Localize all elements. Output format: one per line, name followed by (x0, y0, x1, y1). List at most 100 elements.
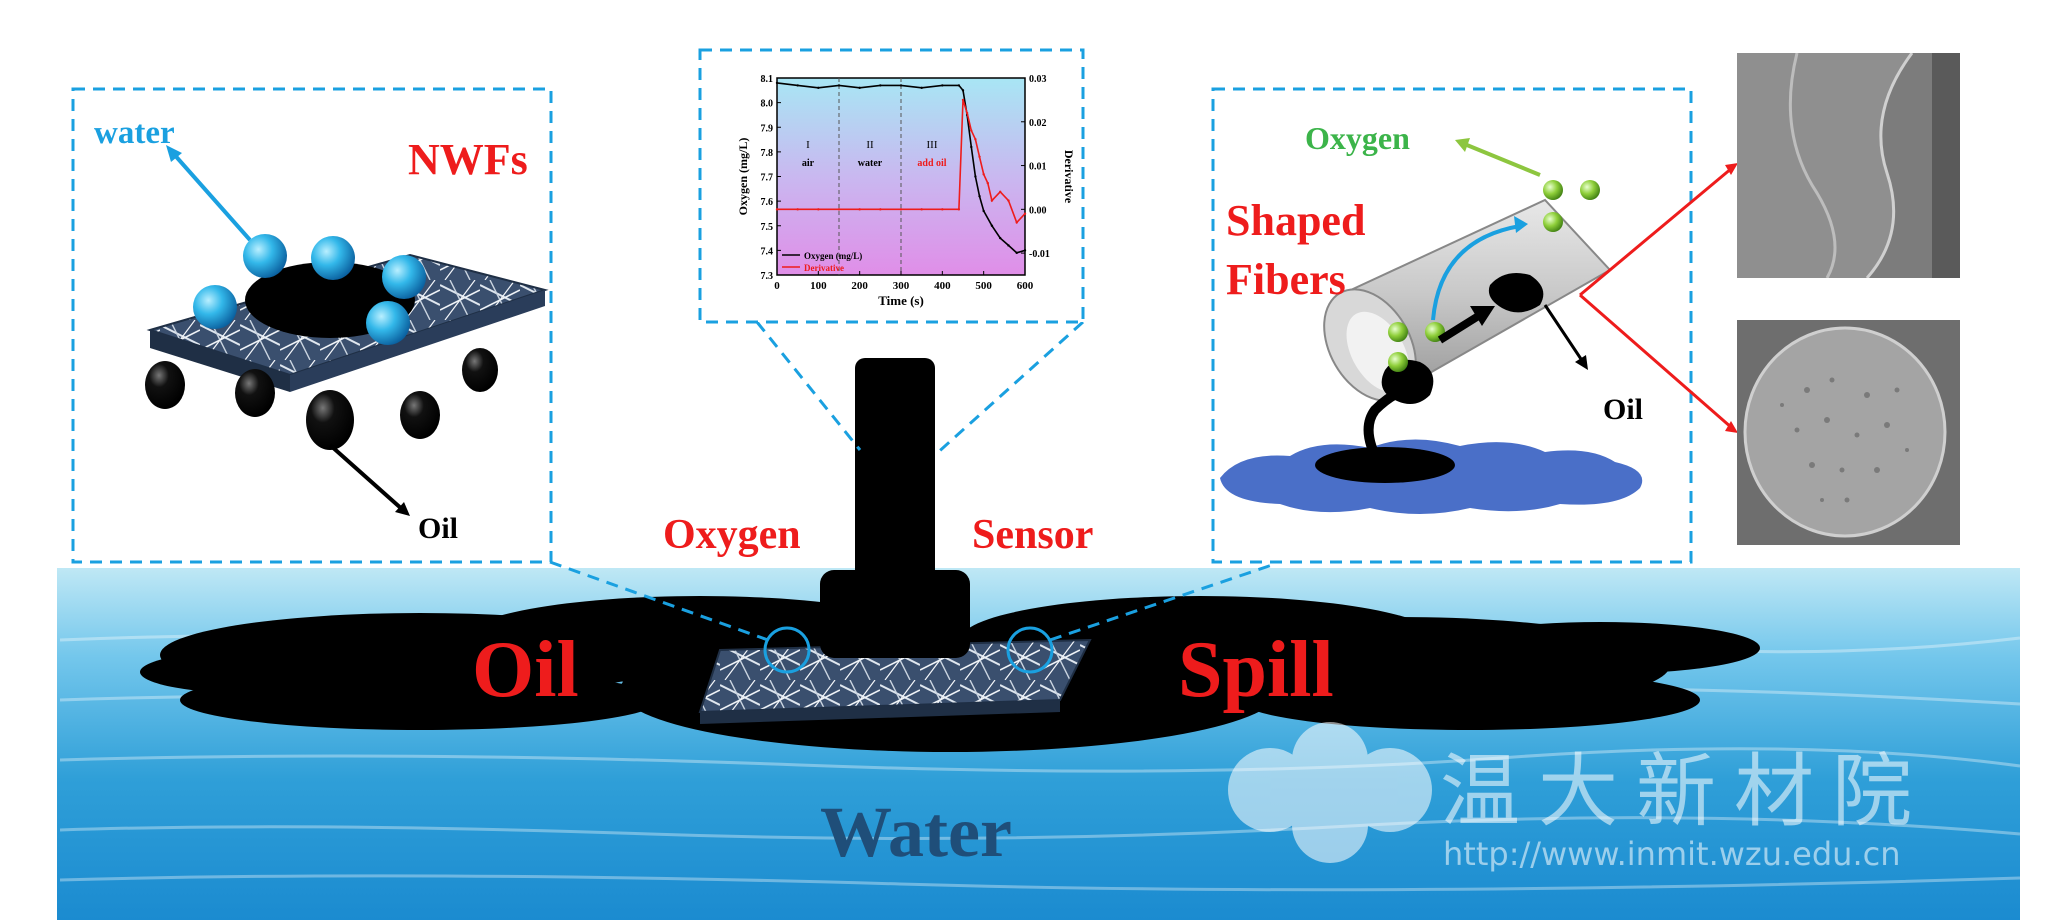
series-point (920, 86, 923, 90)
series-point (990, 224, 994, 227)
y-tick-label: 7.5 (761, 222, 774, 233)
series-point (858, 208, 861, 211)
spill-big-label: Spill (1178, 626, 1334, 714)
x-tick-label: 200 (851, 280, 868, 292)
shaped-fibers-label-line1: Shaped (1226, 196, 1366, 245)
series-point (941, 208, 944, 211)
series-point (961, 89, 965, 92)
watermark-logo (1228, 722, 1432, 863)
series-point (961, 98, 965, 102)
shaped-fiber-arrows (1431, 138, 1738, 433)
series-point (1007, 244, 1010, 247)
series-point (965, 111, 969, 115)
series-point (1015, 221, 1018, 224)
x-tick-label: 400 (934, 280, 951, 292)
x-tick-label: 300 (893, 280, 910, 292)
series-point (974, 175, 977, 178)
y-tick-label: 7.7 (761, 173, 774, 184)
y2-axis-label: Derivative (1062, 150, 1076, 204)
oil-big-label: Oil (472, 626, 579, 714)
y2-tick-label: 0.02 (1029, 118, 1047, 129)
x-tick-label: 500 (975, 280, 992, 292)
y-tick-label: 7.3 (761, 271, 774, 282)
series-point (974, 138, 977, 141)
legend-label: Oxygen (mg/L) (804, 251, 862, 261)
nwfs-label: NWFs (408, 135, 528, 184)
series-point (796, 208, 799, 211)
y2-tick-label: -0.01 (1029, 249, 1050, 260)
watermark-url: http://www.inmit.wzu.edu.cn (1443, 835, 1901, 873)
legend-label: Derivative (804, 263, 844, 273)
region-name: water (858, 158, 883, 169)
series-point (775, 208, 779, 211)
series-point (817, 208, 820, 211)
series-point (978, 155, 981, 158)
y2-tick-label: 0.03 (1029, 74, 1047, 85)
shaped-fibers-label-line2: Fibers (1226, 255, 1346, 304)
zoom-circle-right (1006, 626, 1054, 674)
series-point (899, 208, 903, 211)
series-point (796, 84, 799, 87)
y-tick-label: 7.6 (761, 197, 774, 208)
series-point (858, 86, 861, 90)
series-point (970, 129, 973, 132)
series-point (1007, 199, 1010, 202)
y2-tick-label: 0.00 (1029, 205, 1047, 216)
y-tick-label: 8.0 (761, 99, 774, 110)
watermark-chinese: 温大新材院 (1440, 745, 1930, 838)
oil-in-fiber-2 (1488, 272, 1544, 313)
oil-label-right-panel: Oil (1603, 393, 1644, 426)
x-tick-label: 0 (774, 280, 780, 292)
oxygen-label: Oxygen (663, 512, 801, 558)
region-numeral: II (866, 139, 874, 151)
series-point (999, 190, 1002, 194)
series-point (970, 145, 973, 149)
x-axis-label: Time (s) (878, 293, 924, 308)
series-point (941, 84, 944, 87)
series-point (957, 84, 961, 87)
series-point (978, 195, 981, 198)
zoom-circle-left (763, 626, 811, 674)
oxygen-label-right: Oxygen (1305, 120, 1410, 156)
series-point (879, 208, 882, 211)
zoom-connectors (549, 320, 1276, 642)
series-point (837, 84, 841, 87)
series-point (837, 208, 841, 211)
sem-image-longitudinal (1737, 53, 1960, 278)
water-label-small: water (94, 115, 175, 151)
region-numeral: III (927, 139, 938, 151)
series-point (920, 208, 923, 211)
oil-puddle-black (1315, 447, 1455, 483)
y-tick-label: 8.1 (761, 74, 774, 85)
series-point (957, 208, 961, 211)
series-point (1015, 251, 1018, 255)
series-point (879, 84, 882, 87)
region-name: add oil (917, 158, 946, 169)
y-tick-label: 7.9 (761, 123, 774, 134)
series-point (899, 84, 903, 87)
series-point (1023, 212, 1027, 215)
oil-droplets-below (145, 348, 498, 450)
sem-image-cross-section (1737, 320, 1960, 545)
y-tick-label: 7.4 (761, 246, 774, 257)
series-point (999, 236, 1002, 240)
series-point (982, 173, 985, 176)
series-point (986, 181, 989, 185)
water-big-label: Water (820, 792, 1012, 872)
y-axis-label: Oxygen (mg/L) (736, 138, 750, 216)
oil-wick (1363, 385, 1407, 468)
x-tick-label: 600 (1017, 280, 1034, 292)
x-tick-label: 100 (810, 280, 827, 292)
y2-tick-label: 0.01 (1029, 162, 1047, 173)
oil-label-left-panel: Oil (418, 512, 459, 545)
sensor-label: Sensor (972, 512, 1094, 558)
nwfs-arrows (166, 145, 410, 516)
region-name: air (802, 158, 815, 169)
series-line-derivative (777, 99, 1026, 224)
series-point (990, 199, 994, 202)
oxygen-sensor-probe (820, 358, 970, 658)
oxygen-bubbles-out (1543, 180, 1600, 232)
series-point (817, 86, 820, 90)
